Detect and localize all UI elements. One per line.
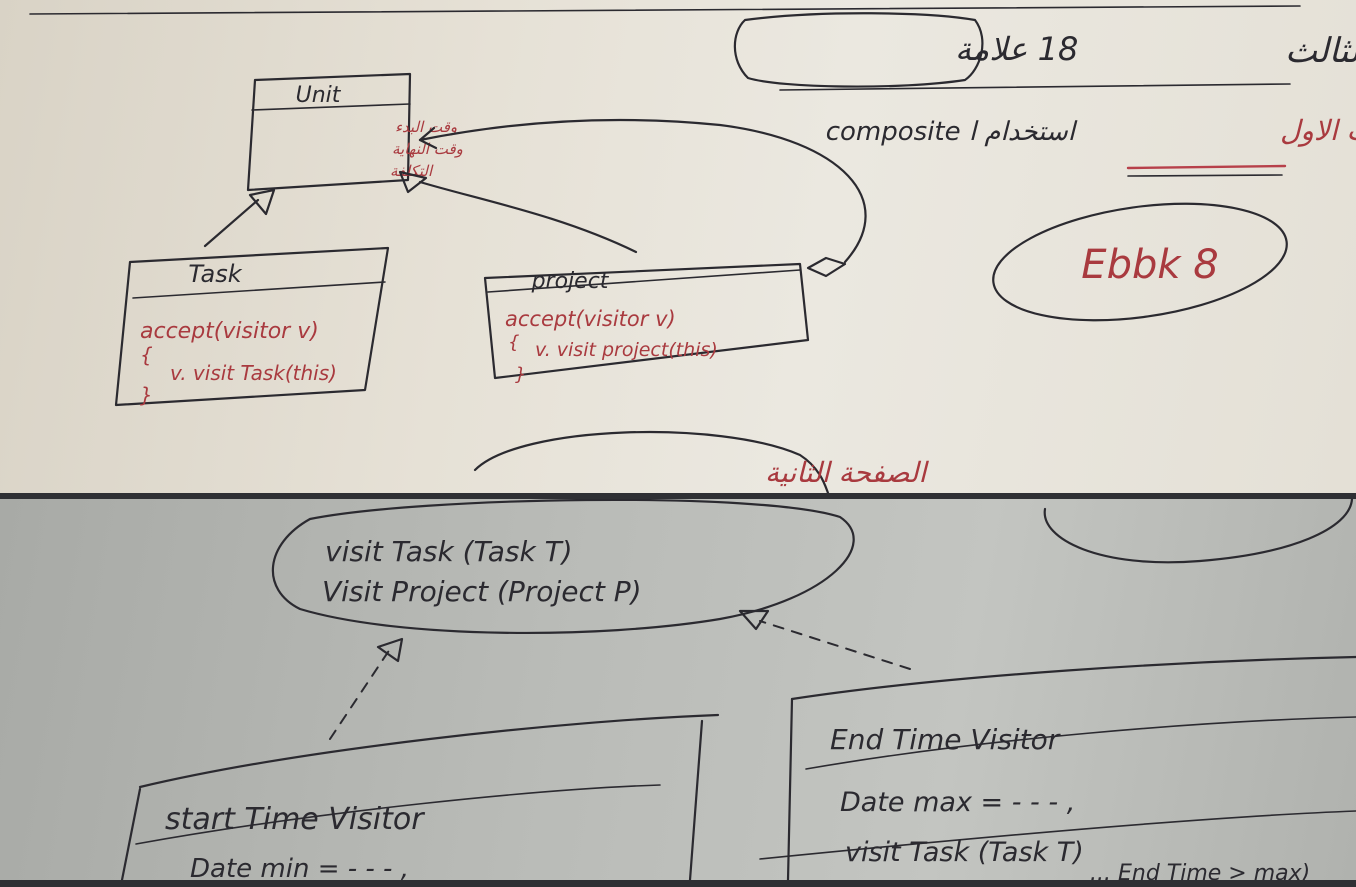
page-caption-oval [473,430,830,493]
visitor-interface-oval [271,499,855,635]
project-inherits-unit-head [398,170,428,194]
end-visitor-realizes-arrow [759,620,911,670]
start-visitor-realizes-arrow [329,648,391,740]
task-class-box: Task accept(visitor v) { v. visit Task(t… [114,246,390,407]
top-drawing: السؤال الثالث 18 علامة المطلب الاول comp… [29,5,1356,493]
section-underline-red [1126,164,1287,170]
composite-diamond [806,256,847,278]
page-caption-arabic: الصفحة الثانية [765,456,930,489]
project-line-4: } [515,364,526,385]
end-visitor-name: End Time Visitor [830,723,1061,756]
header-arabic: السؤال الثالث [1285,31,1356,71]
project-class-box: project accept(visitor v) { v. visit pro… [483,262,810,385]
photo-divider [0,493,1356,499]
section-underline-dark [1127,174,1283,177]
composite-arrow-head [418,126,438,150]
project-line-3: v. visit project(this) [535,339,718,361]
task-line-1: accept(visitor v) [140,319,319,344]
unit-line-1: وقت البدء [395,118,457,136]
score-oval [992,202,1288,322]
project-line-1: accept(visitor v) [505,307,676,331]
task-line-3: v. visit Task(this) [170,361,337,385]
header-underline [779,83,1291,91]
bottom-edge-bar [0,880,1356,887]
task-inherits-unit-head [248,188,276,216]
marks-bubble [733,12,984,88]
start-visitor-line-1: Date min = - - - , [190,854,409,880]
start-visitor-name: start Time Visitor [165,802,425,837]
bottom-drawing: visit Task (Task T) Visit Project (Proje… [120,499,1356,880]
end-visitor-line-3: ... End Time > max) [1090,861,1310,880]
section-note: composite استخدام ا [826,117,1078,147]
unit-class-name: Unit [296,83,342,108]
marks-arabic: 18 علامة [955,30,1078,68]
task-line-4: } [140,383,153,407]
visitor-op-2: Visit Project (Project P) [322,575,642,608]
project-class-name: project [531,269,610,294]
bottom-photo: visit Task (Task T) Visit Project (Proje… [0,499,1356,880]
section-arabic: المطلب الاول [1280,114,1356,147]
start-visitor-class-box: start Time Visitor Date min = - - - , [120,713,720,880]
project-line-2: { [508,332,519,353]
start-visitor-arrow-head [376,637,404,663]
task-line-2: { [140,343,153,367]
end-visitor-arrow-head [738,609,770,631]
unit-line-3: التكلفة [390,162,434,180]
task-class-name: Task [188,260,242,288]
project-inherits-unit-arrow [418,180,638,254]
unit-class-box: Unit وقت البدء وقت النهاية التكلفة [246,72,463,192]
top-photo: السؤال الثالث 18 علامة المطلب الاول comp… [0,0,1356,493]
score-text: Ebbk 8 [1081,242,1218,288]
partial-oval-top-right [1043,499,1354,564]
task-inherits-unit-arrow [203,198,260,248]
end-visitor-class-box: End Time Visitor Date max = - - - , visi… [759,655,1356,880]
visitor-op-1: visit Task (Task T) [325,535,573,568]
composite-aggregation-arc [418,118,867,264]
end-visitor-line-1: Date max = - - - , [840,787,1075,818]
top-rule-line [29,5,1301,15]
unit-line-2: وقت النهاية [392,140,463,158]
end-visitor-line-2: visit Task (Task T) [845,837,1084,868]
